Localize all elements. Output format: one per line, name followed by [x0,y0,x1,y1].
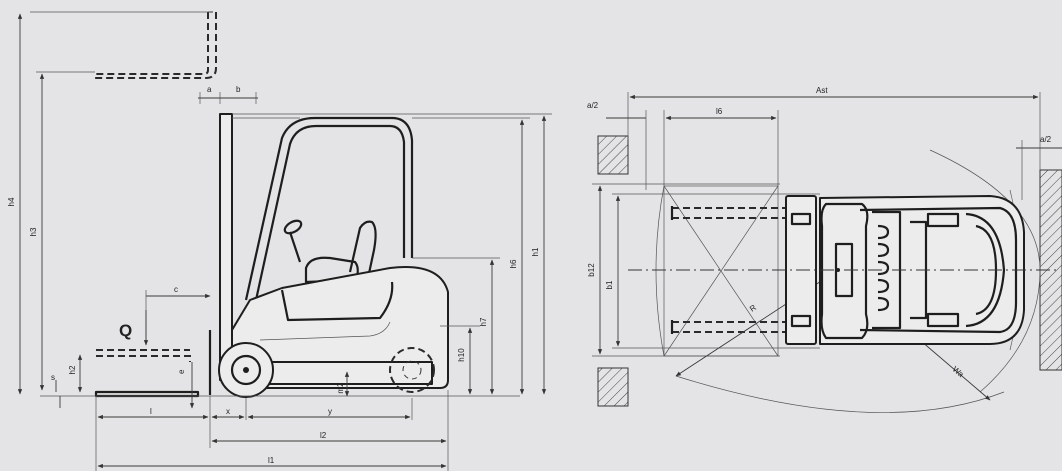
raised-fork [95,11,217,79]
dimension-a-b: a b [198,85,258,104]
label-y: y [328,407,332,416]
label-a-half-right: a/2 [1040,135,1052,144]
label-b: b [236,85,241,94]
label-h1: h1 [531,247,540,256]
dimension-l-x-y: l x y [95,390,449,471]
label-s: s [51,373,55,382]
top-view: Ast a/2 a/2 l6 b12 b1 [587,86,1062,413]
dimension-b1: b1 [605,193,820,349]
dimension-a-half-right: a/2 [1016,135,1062,200]
dimension-h3: h3 [29,71,95,391]
label-a: a [207,85,212,94]
dimension-h4: h4 [7,11,210,395]
label-a-half-left: a/2 [587,101,599,110]
label-r: R [748,303,758,314]
label-m2: m2 [336,382,345,394]
dimension-ast: Ast [627,86,1041,170]
label-h6: h6 [509,259,518,268]
load-outline [663,185,779,357]
dimension-l1: l1 [97,456,447,469]
dimension-m2: m2 [336,371,350,397]
label-load-q: Q [119,321,132,340]
rear-wheel [389,347,435,393]
label-h4: h4 [7,197,16,206]
dimension-s-h2: s h2 [51,354,83,408]
label-c: c [174,285,178,294]
label-b12: b12 [587,263,596,277]
dimension-a-half-left: a/2 [587,101,647,190]
overhead-guard [232,116,414,301]
mast [208,113,233,395]
dimension-e: e [177,362,195,409]
label-l2: l2 [320,431,327,440]
obstacle-bottom-left [597,367,629,407]
dimension-l2: l2 [211,431,447,444]
label-h3: h3 [29,227,38,236]
dimension-h10: h10 [440,325,480,395]
dimension-l6: l6 [663,107,779,186]
label-l6: l6 [716,107,723,116]
label-h7: h7 [479,317,488,326]
top-forks [670,206,790,334]
label-x: x [226,407,230,416]
dimension-h1: h1 [232,113,552,395]
label-h2: h2 [68,365,77,374]
label-ast: Ast [816,86,828,95]
label-b1: b1 [605,280,614,289]
dimension-h6: h6 [412,117,530,395]
dimension-h7: h7 [412,257,500,395]
dimension-c: c Q [119,285,211,346]
side-view: h4 h3 s h2 a b c Q [7,11,552,471]
turning-center [836,268,840,272]
label-e: e [177,369,186,374]
label-h10: h10 [457,348,466,362]
front-wheel [218,342,274,398]
obstacle-top-left [597,135,629,175]
label-l1: l1 [268,456,275,465]
label-l: l [150,407,152,416]
